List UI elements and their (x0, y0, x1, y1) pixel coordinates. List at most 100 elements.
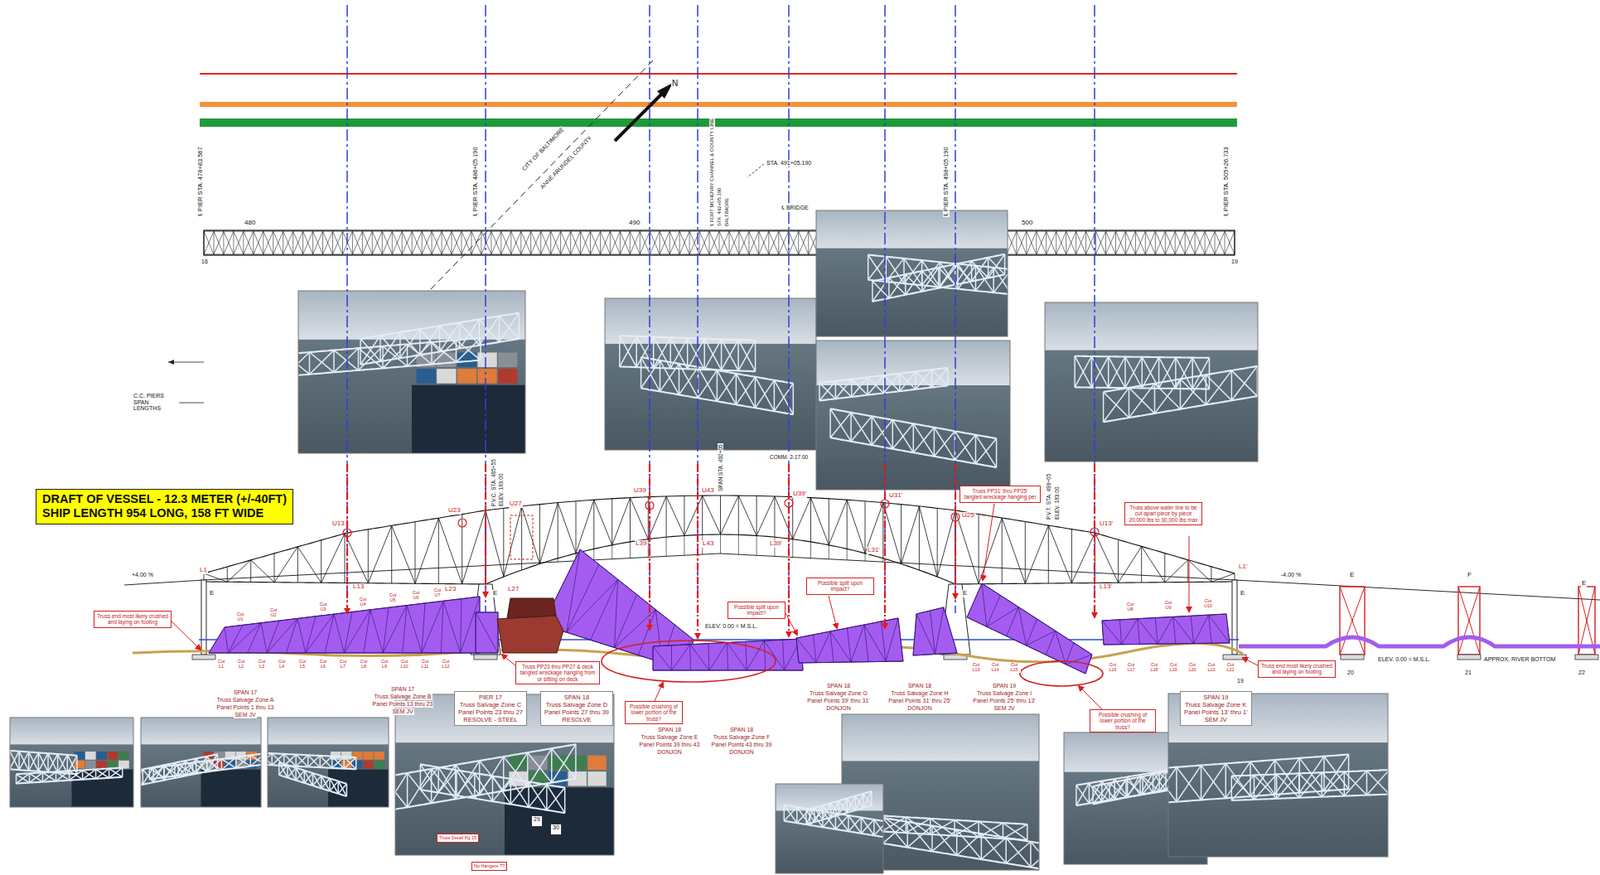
main-span-truss-vertical (882, 502, 884, 559)
photo-truss-vertical (809, 809, 812, 826)
plan-truss-diagonal (1006, 231, 1017, 255)
hanger (738, 534, 740, 555)
box-text: SPAN 18 (544, 693, 610, 701)
side-span-truss-diagonal (1118, 546, 1142, 583)
photo-sky (9, 717, 134, 745)
side-span-truss-vertical (274, 553, 276, 583)
main-span-truss-diagonal (485, 510, 504, 577)
photo-truss-diagonal (1175, 357, 1193, 389)
photo-truss-diagonal (874, 821, 884, 837)
wreckage-truss-diagonal (652, 646, 672, 671)
main-span-truss-vertical (647, 497, 649, 540)
photo-truss-diagonal (267, 753, 272, 765)
photo-border (816, 340, 1011, 490)
photo-truss-vertical (921, 270, 924, 292)
photo (1044, 302, 1258, 462)
cut-label: Cut L5 (295, 659, 310, 670)
plan-truss-vertical (1095, 231, 1097, 255)
photo-truss-vertical (419, 328, 421, 355)
photo-truss-diagonal (164, 764, 179, 778)
callout-box: Possible split upon impact? (727, 601, 786, 619)
wreckage-zone (475, 612, 498, 653)
wreckage-truss-diagonal (864, 624, 886, 662)
plan-truss-diagonal (719, 231, 730, 255)
photo-truss-diagonal (407, 342, 433, 367)
wreckage-truss-vertical (475, 612, 477, 653)
side-span-truss-vertical (227, 566, 228, 582)
photo-water (604, 298, 817, 450)
photo-truss-vertical (618, 335, 621, 367)
photo-truss-diagonal (881, 816, 906, 832)
side-span-truss-diagonal (297, 546, 321, 583)
cut-label: Cut L3 (255, 659, 269, 670)
photo-truss-diagonal (546, 787, 566, 811)
panel-point-label: L27 (507, 585, 520, 594)
hanger (557, 558, 559, 562)
photo-truss-diagonal (29, 752, 39, 771)
photo-truss-diagonal (930, 818, 955, 837)
plan-truss-vertical (738, 231, 740, 255)
photo-truss-diagonal (797, 807, 811, 826)
plan-truss-vertical (807, 231, 809, 255)
plan-truss-diagonal (203, 231, 214, 255)
photo (395, 694, 614, 856)
photo-truss-vertical (478, 760, 481, 795)
photo-truss-vertical (905, 816, 908, 833)
photo-truss-diagonal (704, 338, 721, 371)
main-span-truss-vertical (629, 497, 631, 542)
wreckage-truss-vertical (440, 600, 444, 653)
main-span-truss-diagonal (901, 506, 920, 565)
zone-label: SPAN 18 (729, 726, 755, 734)
photo-truss-vertical (892, 420, 895, 450)
wreckage-truss-diagonal (1173, 616, 1194, 643)
photo (604, 298, 817, 450)
photo-truss-vertical (914, 372, 917, 390)
photo-truss-vertical (575, 744, 577, 779)
zone-label: DONJON (906, 705, 933, 712)
plan-truss-vertical (292, 231, 294, 255)
photo-container (415, 368, 436, 384)
photo-truss-diagonal (319, 756, 333, 769)
approach-wreckage (1238, 637, 1600, 647)
photo-truss-vertical (870, 415, 873, 445)
photo-truss-diagonal (1153, 772, 1166, 791)
zone-label: Truss Salvage Zone B (373, 693, 433, 701)
zone-label: Panel Points 39' thru 31' (806, 697, 871, 705)
wreckage-truss-vertical (966, 583, 982, 618)
plan-truss-vertical (262, 231, 264, 255)
photo-truss-vertical (55, 771, 58, 781)
plan-truss-diagonal (551, 231, 561, 255)
plan-truss-diagonal (778, 231, 789, 255)
plan-truss-diagonal (1016, 231, 1027, 255)
photo-truss-diagonal (822, 811, 837, 830)
main-span-truss-vertical (937, 507, 938, 577)
side-span-truss-diagonal (367, 525, 392, 584)
drawing-label: 20 (1346, 669, 1355, 677)
main-span-truss-diagonal (774, 496, 793, 540)
plan-truss-diagonal (333, 231, 344, 255)
plan-truss-vertical (550, 231, 552, 255)
station-label: ℄ PIER STA. 486+05.190 (472, 145, 479, 218)
photo-truss-diagonal (868, 255, 887, 282)
photo-container (118, 751, 130, 760)
plan-truss-diagonal (1164, 231, 1175, 255)
wreckage-truss-vertical (460, 599, 462, 653)
photo-tag: No Hangers ?? (471, 861, 508, 871)
photo-truss-diagonal (1005, 841, 1031, 864)
photo-truss-vertical (28, 752, 30, 772)
wreckage-truss-diagonal (370, 609, 383, 653)
wreckage-truss-vertical (382, 607, 389, 653)
photo-truss-vertical (703, 338, 706, 370)
wreckage-truss-diagonal (1102, 620, 1122, 645)
photo-water (816, 340, 1011, 490)
photo-truss-diagonal (698, 370, 718, 399)
photo-truss-vertical (492, 776, 494, 803)
photo-truss-vertical (1107, 356, 1110, 388)
photo-truss-diagonal (848, 817, 862, 832)
photo-truss-vertical (971, 261, 973, 282)
photo-truss-vertical (720, 338, 723, 370)
photo-truss-vertical (1088, 783, 1091, 804)
plan-truss-diagonal (1106, 231, 1117, 255)
photo-truss-top-chord (858, 813, 1040, 846)
main-span-truss-diagonal (918, 506, 938, 577)
